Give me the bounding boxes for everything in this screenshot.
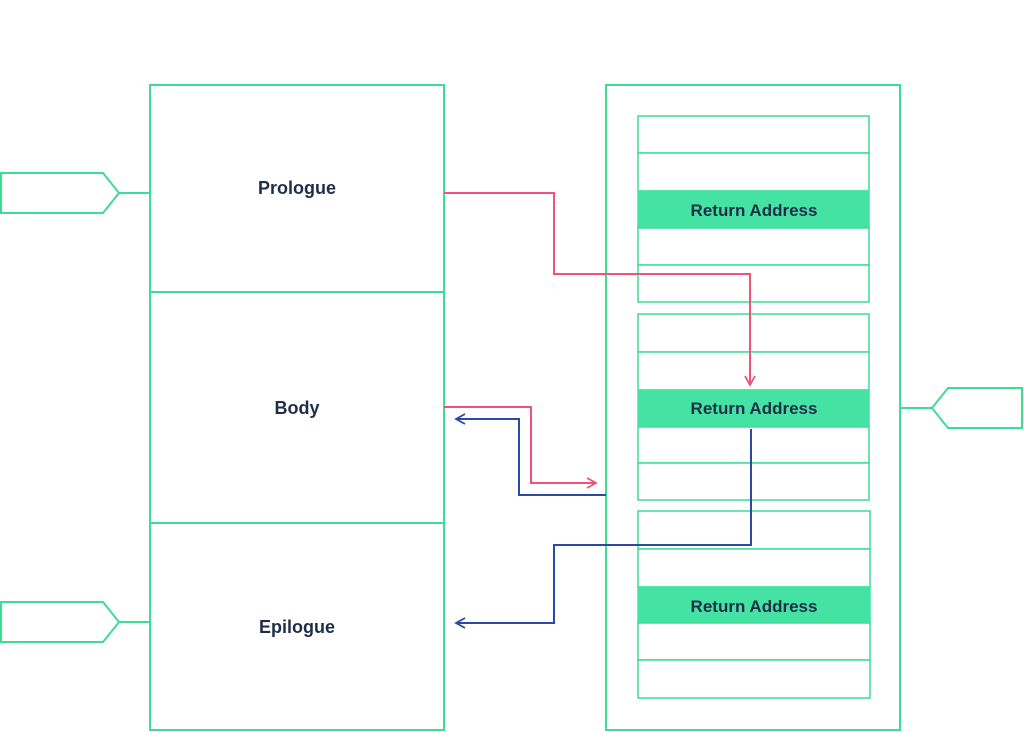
frame-slot (637, 351, 870, 391)
frame-slot (637, 115, 870, 154)
prologue-entry-tag (0, 172, 121, 214)
frame-slot (637, 227, 870, 266)
return-address-slot (637, 389, 870, 428)
body-label: Body (275, 398, 320, 418)
return-address-slot (637, 190, 870, 229)
frame-slot (637, 622, 871, 661)
frame-slot (637, 152, 870, 192)
epilogue-section (149, 522, 445, 731)
stack-frame-1: Return Address (637, 115, 870, 303)
return-address-label: Return Address (691, 201, 818, 220)
frame-slot (637, 264, 870, 303)
epilogue-exit-tag (0, 601, 121, 643)
return-arrow-stack-to-body (454, 413, 606, 496)
frame-slot (637, 659, 871, 699)
call-arrow-prologue-to-frame (444, 192, 756, 387)
prologue-section (149, 84, 445, 293)
stack-frame-2: Return Address (637, 313, 870, 501)
return-address-label: Return Address (691, 597, 818, 616)
function-block: Prologue Body Epilogue (149, 84, 445, 731)
stack-pointer-tag (930, 387, 1023, 429)
return-arrow-frame-to-epilogue (454, 429, 752, 629)
body-section (149, 291, 445, 524)
prologue-label: Prologue (258, 178, 336, 198)
stack-frame-3: Return Address (637, 510, 871, 699)
frame-slot (637, 510, 871, 550)
frame-slot (637, 548, 871, 588)
epilogue-label: Epilogue (259, 617, 335, 637)
frame-slot (637, 426, 870, 464)
call-arrow-body-to-stack (444, 406, 598, 489)
return-address-label: Return Address (691, 399, 818, 418)
frame-slot (637, 462, 870, 501)
frame-slot (637, 313, 870, 353)
